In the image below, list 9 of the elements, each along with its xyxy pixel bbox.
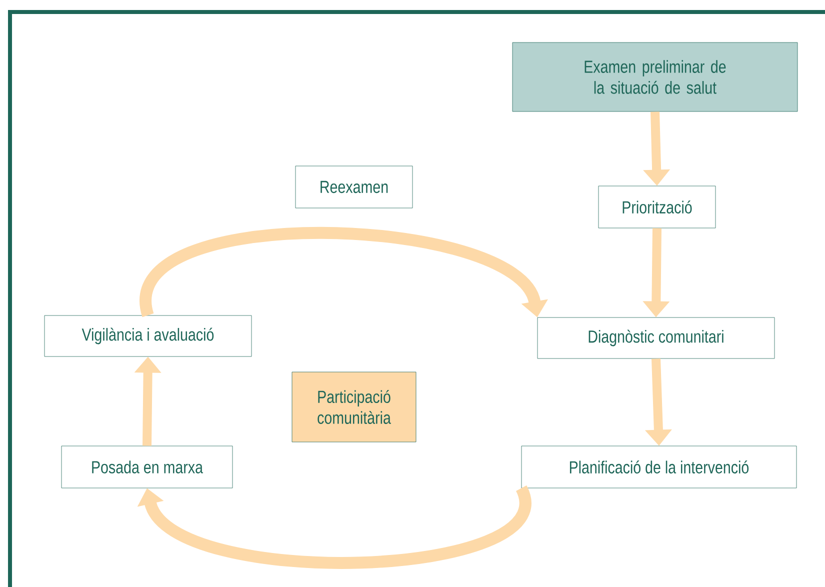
process-box: Diagnòstic comunitari (537, 317, 775, 359)
process-box: Reexamen (295, 166, 413, 208)
block-arrow (137, 487, 530, 569)
highlight-box: Participació comunitària (292, 372, 416, 442)
process-box: Vigilància i avaluació (44, 315, 252, 357)
process-box: Priorització (598, 186, 716, 228)
process-box: Planificació de la intervenció (521, 446, 797, 488)
process-box: Posada en marxa (61, 446, 233, 488)
header-box: Examen preliminar de la situació de salut (512, 42, 798, 112)
